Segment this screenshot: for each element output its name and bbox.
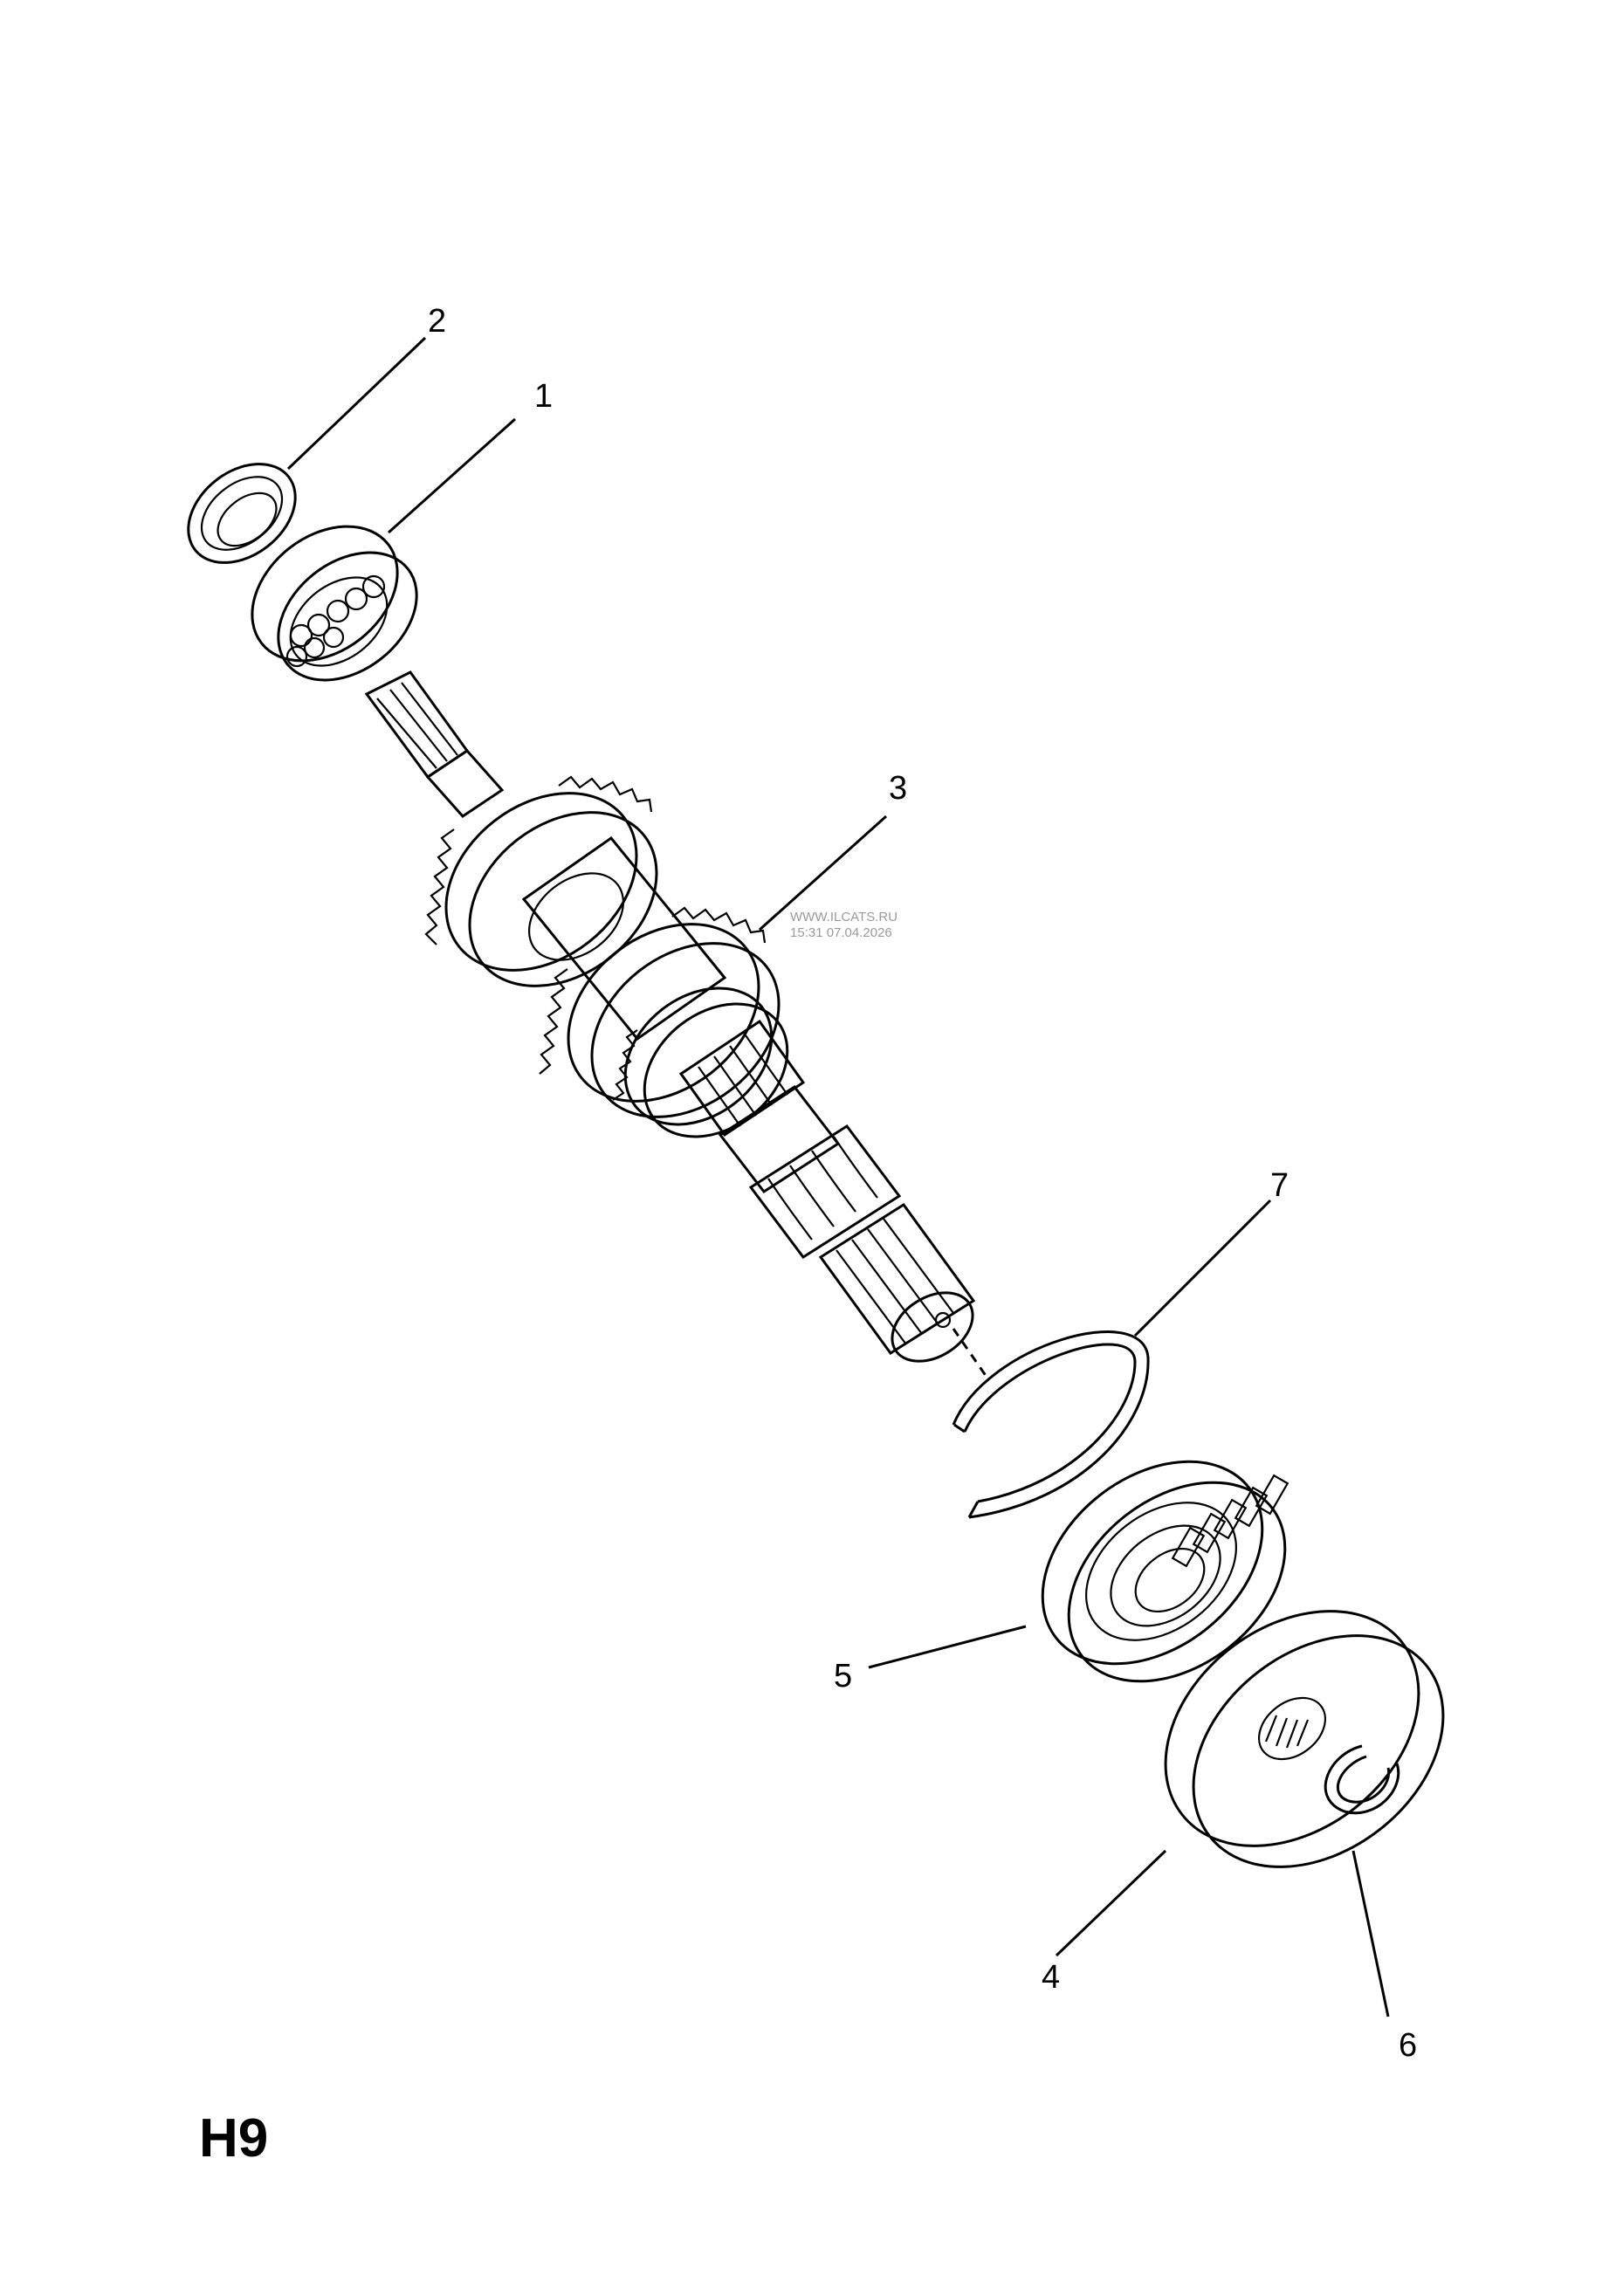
- callout-1[interactable]: 1: [534, 378, 553, 415]
- callout-2[interactable]: 2: [428, 303, 446, 340]
- callout-4[interactable]: 4: [1042, 1959, 1060, 1996]
- callout-labels: 2 1 3 7 5 4 6: [428, 303, 1417, 2064]
- callout-5[interactable]: 5: [834, 1658, 852, 1695]
- callout-6[interactable]: 6: [1399, 2027, 1417, 2064]
- callout-7[interactable]: 7: [1270, 1167, 1289, 1204]
- callout-3[interactable]: 3: [889, 770, 907, 807]
- large-snap-ring-part[interactable]: [952, 1330, 1150, 1519]
- small-circlip-part[interactable]: [1324, 1744, 1400, 1815]
- sheet-code: H9: [199, 2108, 268, 2169]
- ball-bearing-part[interactable]: [1003, 1420, 1324, 1722]
- gear-hub-part[interactable]: [1120, 1474, 1489, 1914]
- roller-bearing-part[interactable]: [226, 498, 442, 706]
- watermark-line-2: 15:31 07.04.2026: [790, 925, 892, 940]
- seal-ring-part[interactable]: [169, 443, 314, 582]
- gear-shaft-part[interactable]: [364, 670, 990, 1380]
- leader-lines: [286, 336, 1390, 2018]
- watermark-line-1: WWW.ILCATS.RU: [790, 910, 897, 925]
